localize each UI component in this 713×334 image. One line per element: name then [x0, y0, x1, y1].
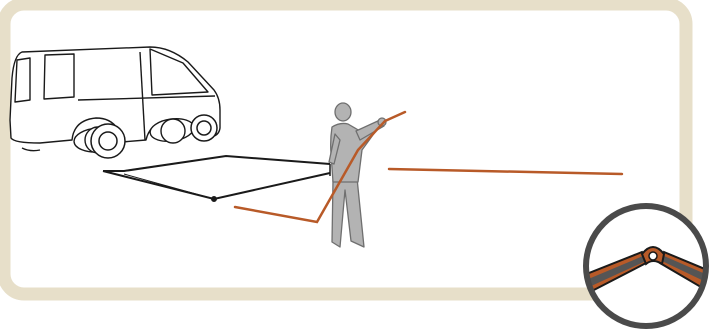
- guy-rope-icon: [233, 110, 624, 224]
- pole-connector-detail-icon: [583, 203, 709, 329]
- van-wheels: [90, 114, 218, 159]
- person-icon: [328, 102, 387, 248]
- awning-frame-icon: [102, 154, 331, 202]
